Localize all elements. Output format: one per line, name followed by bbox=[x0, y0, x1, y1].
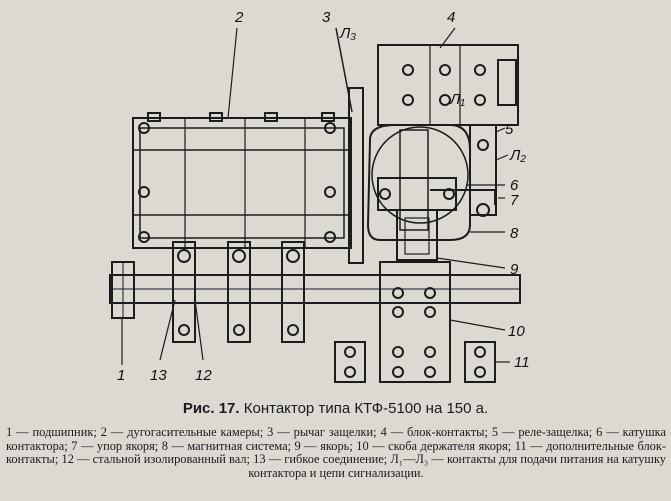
callout-12: 12 bbox=[195, 367, 212, 384]
figure-legend: 1 — подшипник; 2 — дугогасительные камер… bbox=[6, 425, 666, 480]
flexible-connections bbox=[172, 241, 305, 343]
callout-4: 4 bbox=[447, 9, 456, 26]
callout-l3: Л₃ bbox=[340, 25, 357, 42]
latch-lever bbox=[348, 87, 364, 264]
block-contacts bbox=[377, 44, 519, 126]
callout-l1: Л₁ bbox=[450, 91, 466, 108]
callout-1: 1 bbox=[117, 367, 126, 384]
callout-10: 10 bbox=[508, 323, 525, 340]
callout-7: 7 bbox=[510, 192, 519, 209]
callout-8: 8 bbox=[510, 225, 519, 242]
figure-title: Контактор типа КТФ-5100 на 150 а. bbox=[243, 400, 489, 417]
figure-caption: Рис. 17. Контактор типа КТФ-5100 на 150 … bbox=[0, 400, 671, 417]
callout-13: 13 bbox=[150, 367, 167, 384]
callout-l2: Л₂ bbox=[510, 147, 527, 164]
armature bbox=[396, 209, 438, 261]
callout-3: 3 bbox=[322, 9, 331, 26]
contactor-technical-drawing bbox=[109, 27, 521, 383]
additional-block-contacts bbox=[334, 341, 496, 383]
callout-6: 6 bbox=[510, 177, 519, 194]
armature-stop bbox=[430, 189, 496, 205]
latch-relay bbox=[469, 124, 497, 216]
armature-holder bbox=[379, 261, 451, 383]
figure-number: Рис. 17. bbox=[182, 400, 240, 417]
callout-9: 9 bbox=[510, 261, 519, 278]
callout-5: 5 bbox=[505, 121, 514, 138]
arc-chute-block bbox=[132, 117, 352, 249]
contactor-drawing: 2 3 Л₃ 4 Л₁ 5 Л₂ 6 7 8 9 10 11 1 13 12 bbox=[109, 9, 530, 384]
callout-11: 11 bbox=[514, 354, 530, 371]
callout-2: 2 bbox=[235, 9, 244, 26]
